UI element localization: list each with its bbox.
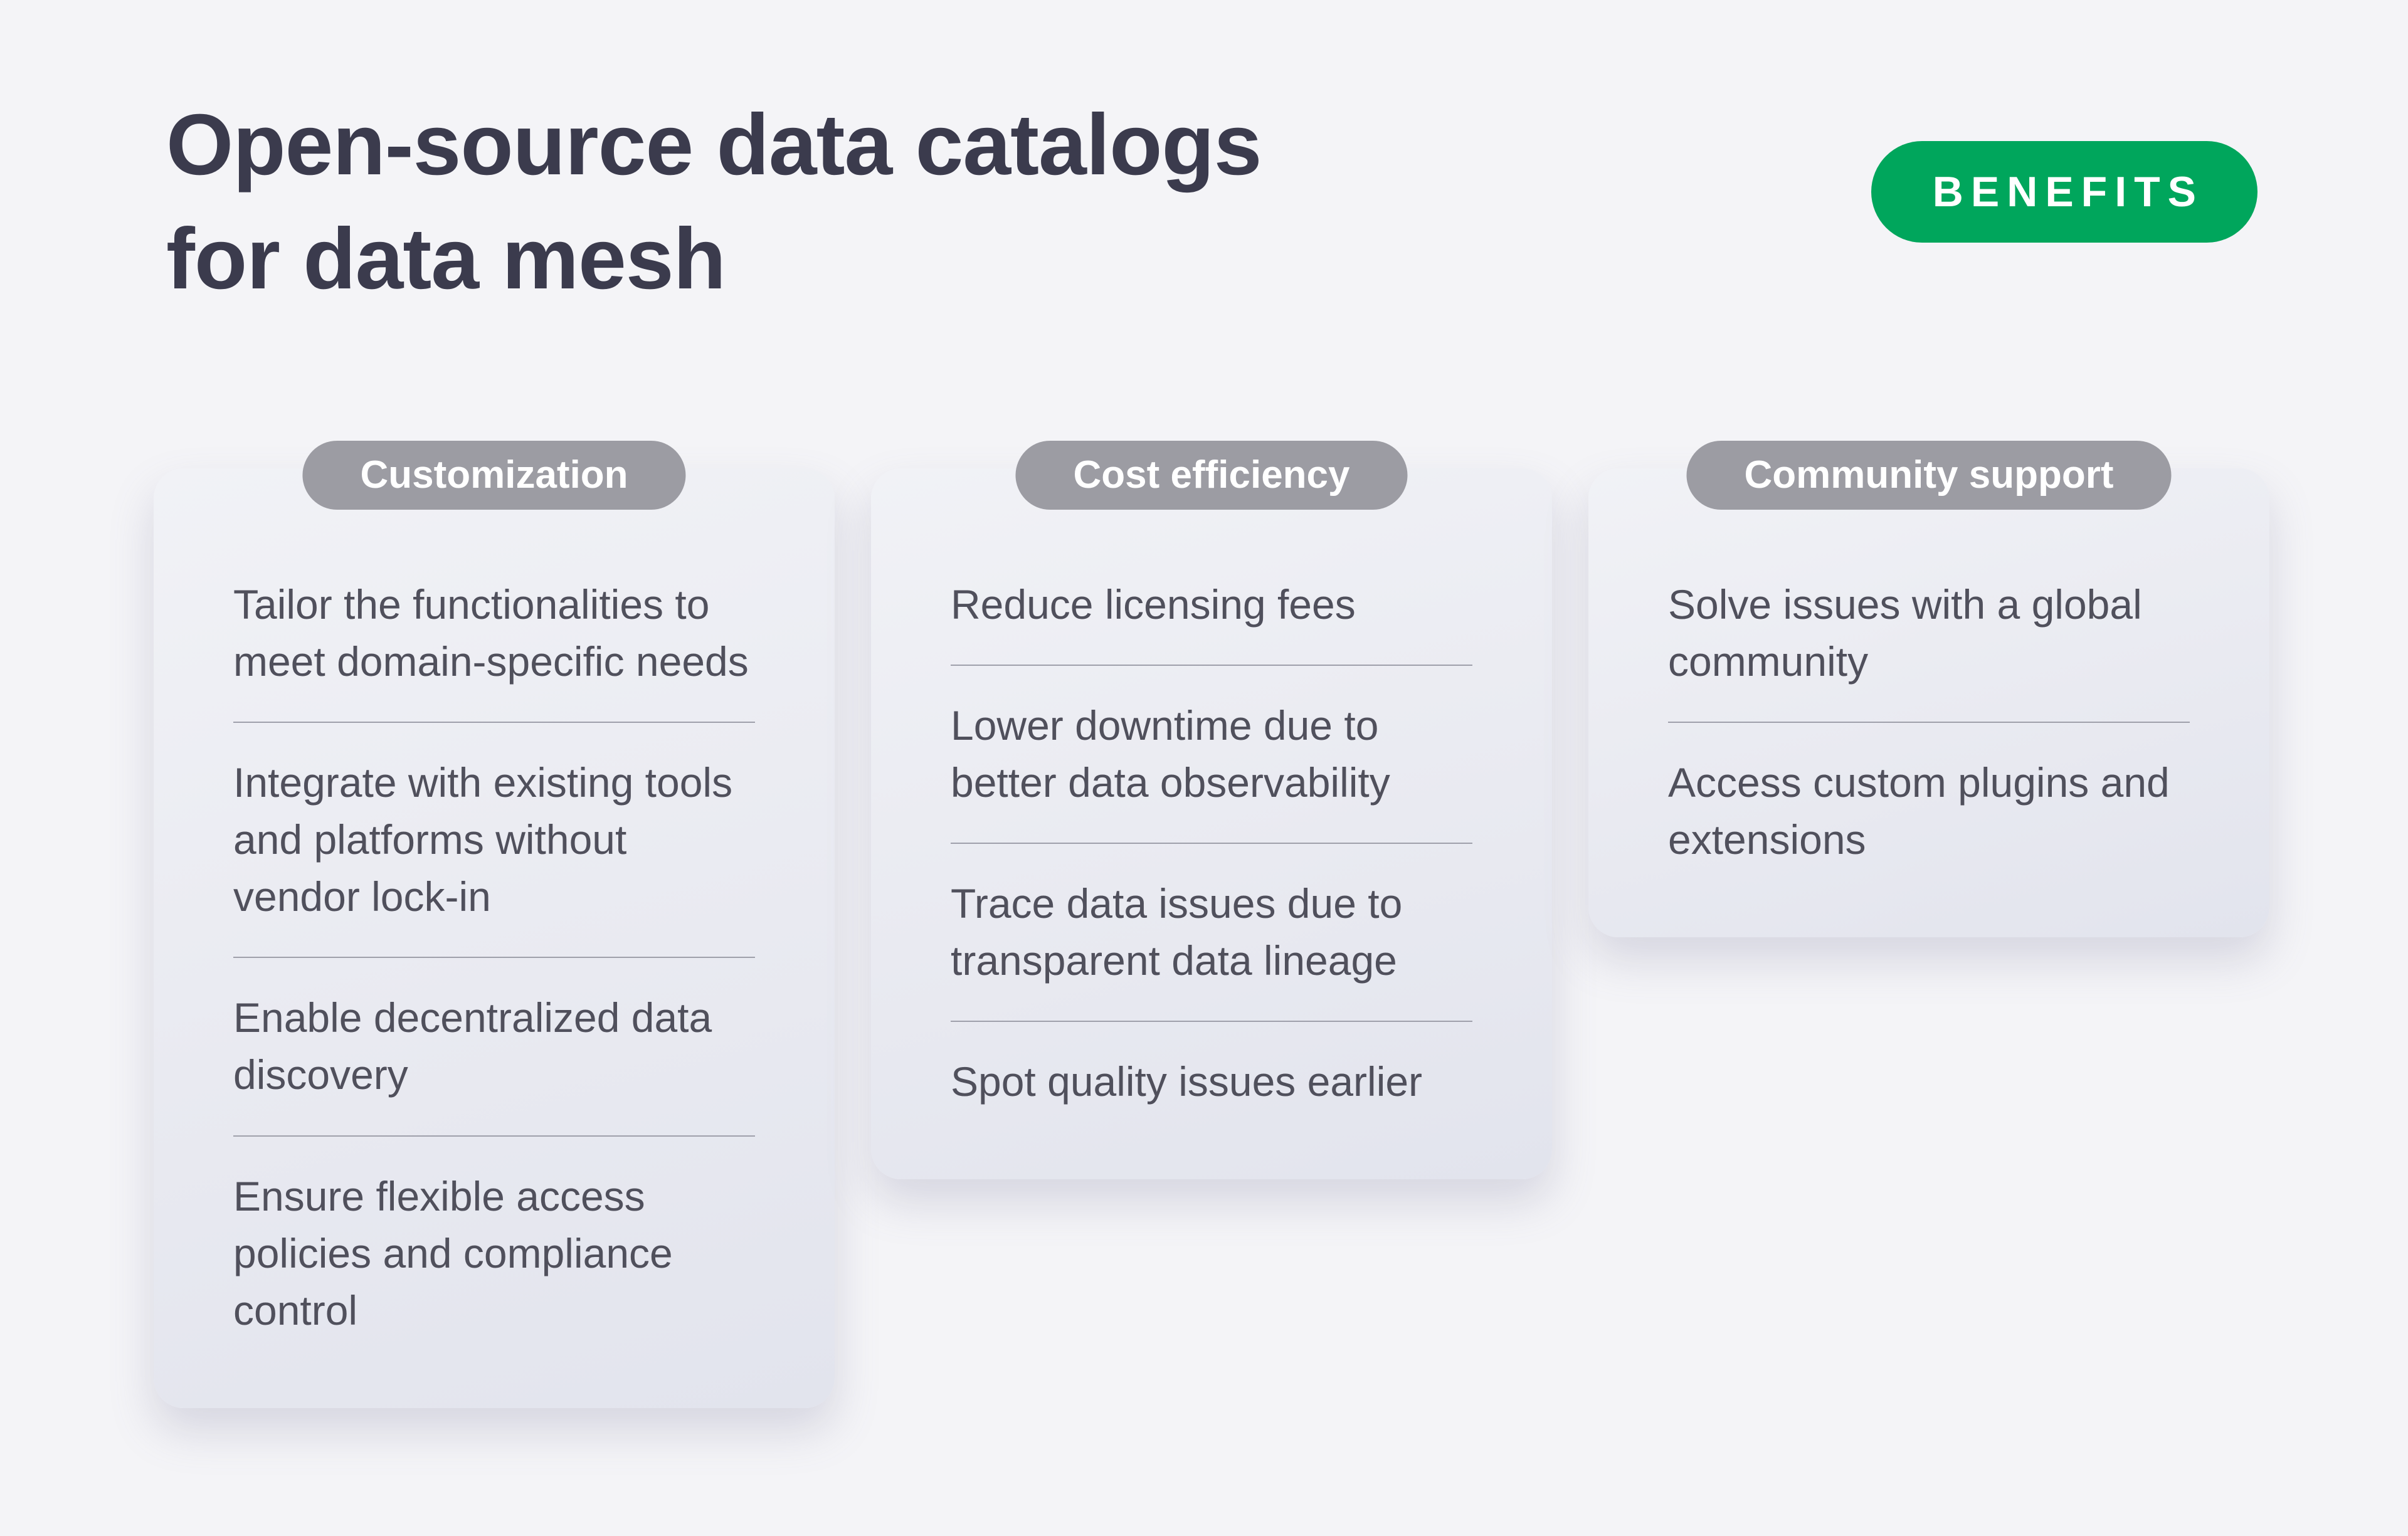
benefit-item: Spot quality issues earlier	[951, 1058, 1423, 1105]
benefit-item: Integrate with existing tools and platfo…	[233, 723, 755, 959]
benefit-item: Access custom plugins and extensions	[1668, 759, 2170, 863]
card-community-support: Community support Solve issues with a gl…	[1588, 441, 2269, 938]
benefit-item: Tailor the functionalities to meet domai…	[233, 576, 755, 723]
card-customization: Customization Tailor the functionalities…	[154, 441, 835, 1408]
benefit-item: Solve issues with a global community	[1668, 576, 2190, 723]
benefit-item: Lower downtime due to better data observ…	[951, 666, 1472, 844]
card-header-cost-efficiency: Cost efficiency	[1015, 441, 1408, 510]
card-items: Reduce licensing fees Lower downtime due…	[951, 576, 1472, 1110]
card-items: Solve issues with a global community Acc…	[1668, 576, 2190, 868]
benefit-item: Reduce licensing fees	[951, 576, 1472, 666]
card-header-customization: Customization	[302, 441, 686, 510]
page-title: Open-source data catalogs for data mesh	[166, 97, 1262, 308]
card-items: Tailor the functionalities to meet domai…	[233, 576, 755, 1339]
benefit-item: Trace data issues due to transparent dat…	[951, 844, 1472, 1023]
card-header-community-support: Community support	[1686, 441, 2172, 510]
benefits-badge: BENEFITS	[1871, 141, 2258, 243]
benefit-item: Enable decentralized data discovery	[233, 958, 755, 1137]
cards-row: Customization Tailor the functionalities…	[154, 441, 2269, 1408]
benefit-item: Ensure flexible access policies and comp…	[233, 1172, 673, 1333]
card-cost-efficiency: Cost efficiency Reduce licensing fees Lo…	[871, 441, 1552, 1180]
